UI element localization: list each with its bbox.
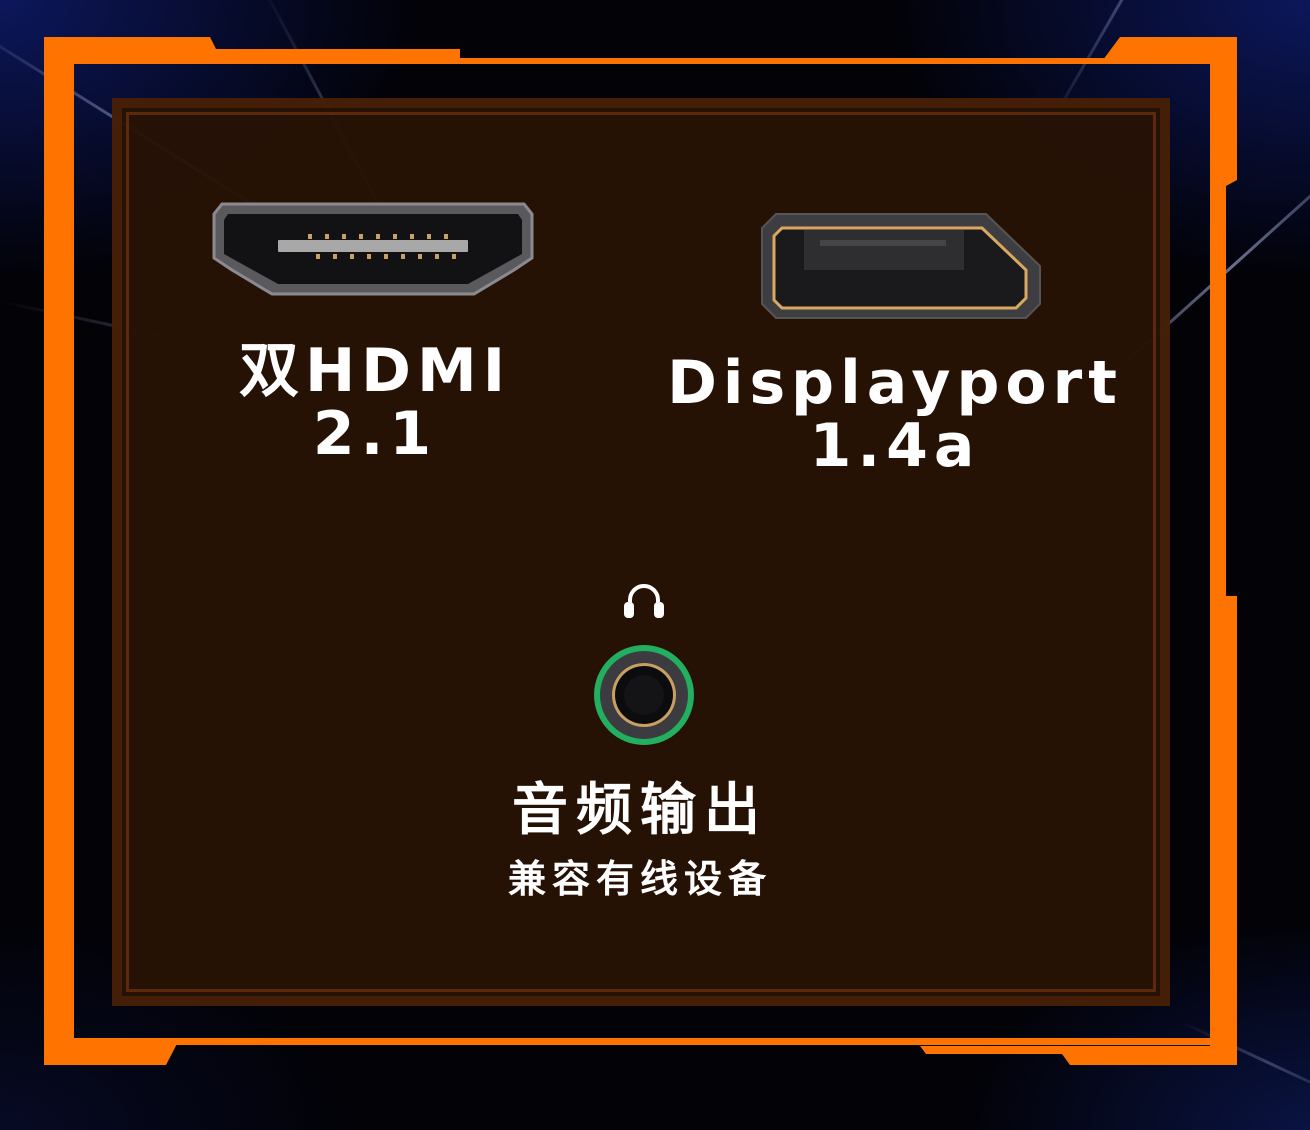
- audio-output-subtitle: 兼容有线设备: [507, 857, 772, 901]
- hdmi-port-icon: [212, 200, 534, 302]
- displayport-title: Displayport: [667, 348, 1123, 418]
- hdmi-title: 双HDMI: [238, 336, 512, 406]
- displayport-label: Displayport 1.4a: [660, 352, 1130, 478]
- displayport-version: 1.4a: [809, 411, 981, 481]
- hdmi-label: 双HDMI 2.1: [210, 340, 540, 466]
- displayport-port-icon: [760, 212, 1044, 324]
- headphone-icon: [622, 580, 666, 624]
- audio-output-title: 音频输出: [512, 778, 768, 843]
- hdmi-version: 2.1: [312, 399, 438, 469]
- audio-jack-icon: [591, 642, 697, 752]
